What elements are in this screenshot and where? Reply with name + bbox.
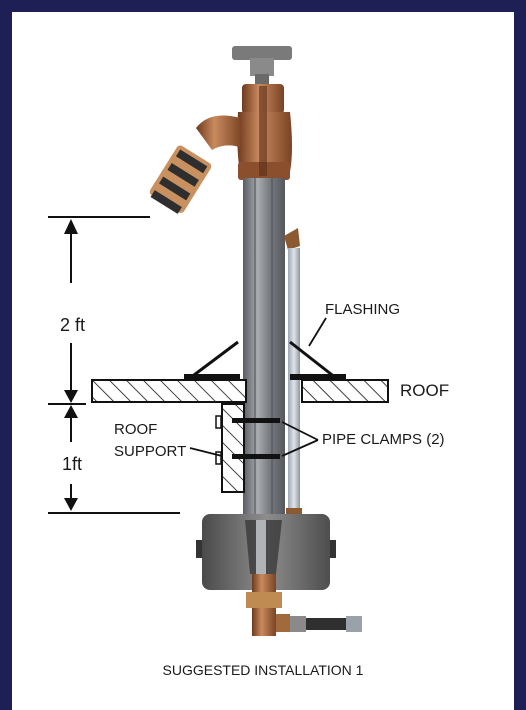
- roof-deck: [91, 379, 389, 403]
- faucet-handle: [232, 46, 292, 84]
- main-pipe: [243, 178, 285, 518]
- roof-support-label-line1: ROOF: [114, 421, 157, 438]
- dimension-upper-label: 2 ft: [60, 315, 85, 335]
- flashing-label: FLASHING: [325, 301, 400, 318]
- lower-housing: [196, 514, 336, 590]
- leader-lines: [189, 317, 327, 457]
- hose-connector: [149, 145, 212, 214]
- dimension-lines: [48, 216, 180, 514]
- dimension-lower-label: 1ft: [62, 454, 82, 474]
- roof-support-block: [215, 403, 245, 493]
- brass-inlet-valve: [246, 574, 290, 636]
- inlet-pipe: [290, 616, 362, 632]
- brass-valve-body: [196, 84, 292, 180]
- roof-label: ROOF: [400, 381, 449, 400]
- roof-support-label-line2: SUPPORT: [114, 443, 186, 460]
- pipe-clamps-label: PIPE CLAMPS (2): [322, 431, 445, 448]
- flashing-cone: [184, 340, 346, 380]
- dimension-arrows: [64, 219, 78, 511]
- pipe-clamps: [232, 418, 280, 459]
- caption: SUGGESTED INSTALLATION 1: [163, 662, 364, 678]
